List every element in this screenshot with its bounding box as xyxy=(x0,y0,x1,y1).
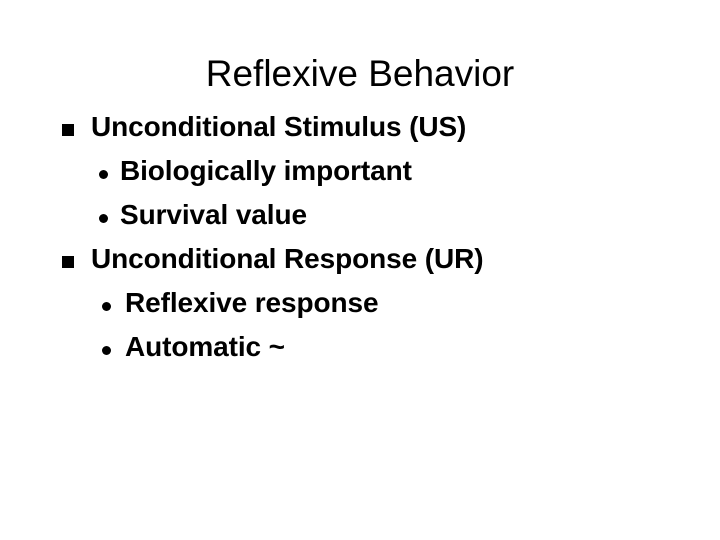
list-item-label: Unconditional Stimulus (US) xyxy=(91,111,467,142)
list-item-label: Survival value xyxy=(120,199,307,230)
list-item: Biologically important xyxy=(0,152,720,196)
list-item: Automatic ~ xyxy=(0,328,720,372)
list-item-label: Biologically important xyxy=(120,155,412,186)
list-item-label: Reflexive response xyxy=(125,287,379,318)
list-item-label: Automatic ~ xyxy=(125,331,285,362)
list-item: Unconditional Stimulus (US) xyxy=(0,108,720,152)
list-item: Survival value xyxy=(0,196,720,240)
list-item-label: Unconditional Response (UR) xyxy=(91,243,484,274)
list-item: Reflexive response xyxy=(0,284,720,328)
list-item: Unconditional Response (UR) xyxy=(0,240,720,284)
page-title: Reflexive Behavior xyxy=(205,52,515,94)
bullet-list: Unconditional Stimulus (US) Biologically… xyxy=(0,108,720,372)
